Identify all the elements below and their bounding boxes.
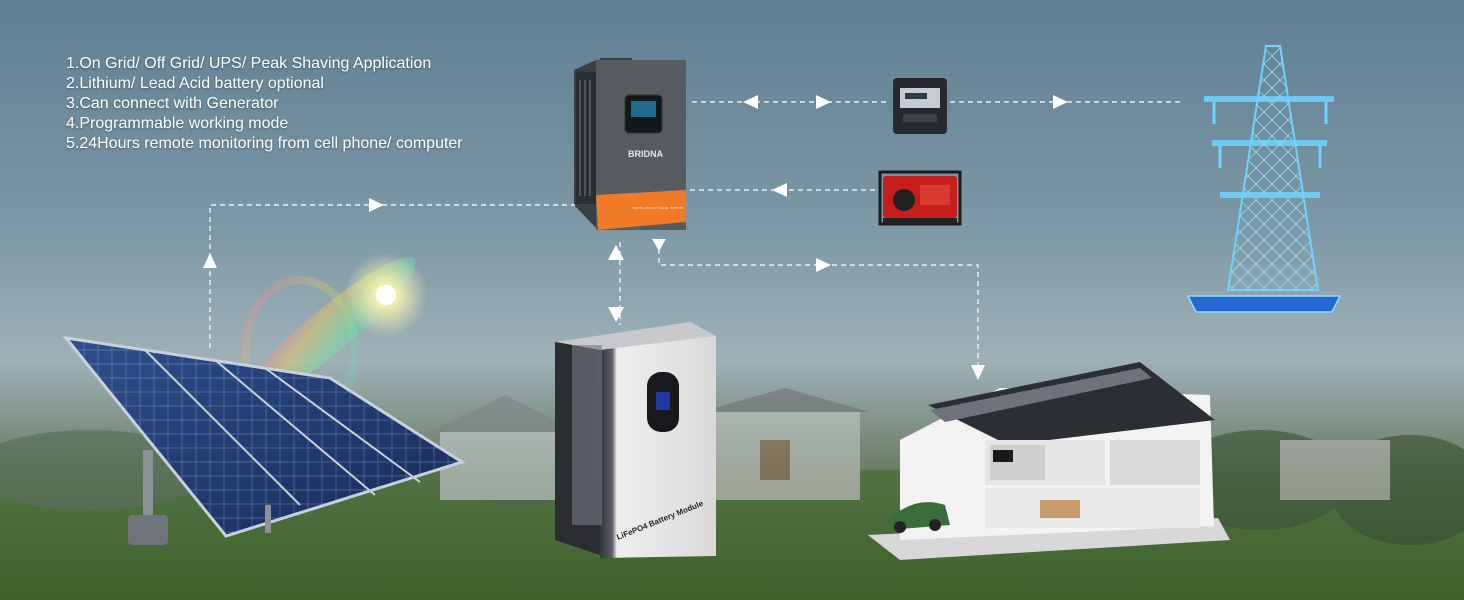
- feature-item: 3.Can connect with Generator: [66, 95, 279, 112]
- arrow-right-icon: [369, 198, 384, 212]
- arrow-left-icon: [772, 183, 787, 197]
- inverter-icon: BRIDNA Hybrid Inverter Solar Inverter: [574, 58, 686, 230]
- arrow-up-icon: [608, 245, 624, 260]
- feature-item: 4.Programmable working mode: [66, 115, 289, 132]
- inverter-brand: BRIDNA: [628, 149, 663, 159]
- house-icon: [868, 362, 1230, 560]
- pylon-icon: [1186, 45, 1342, 313]
- feature-item: 1.On Grid/ Off Grid/ UPS/ Peak Shaving A…: [66, 55, 432, 72]
- battery-icon: LiFePO4 Battery Module: [555, 322, 716, 558]
- arrow-down-icon: [608, 307, 624, 322]
- arrow-up-icon: [203, 253, 217, 268]
- feature-list: 1.On Grid/ Off Grid/ UPS/ Peak Shaving A…: [66, 54, 463, 154]
- feature-item: 2.Lithium/ Lead Acid battery optional: [66, 75, 324, 92]
- arrow-down-icon: [652, 239, 666, 251]
- arrow-down-icon: [971, 365, 985, 380]
- meter-icon: [893, 78, 947, 134]
- generator-icon: [878, 170, 962, 226]
- arrow-right-icon: [816, 95, 831, 109]
- arrow-left-icon: [743, 95, 758, 109]
- flow-arrows: [203, 95, 1068, 380]
- arrow-right-icon: [1053, 95, 1068, 109]
- arrow-right-icon: [816, 258, 831, 272]
- inverter-band-text: Hybrid Inverter Solar Inverter: [632, 205, 684, 210]
- flow-solar-inverter: [209, 204, 575, 348]
- feature-item: 5.24Hours remote monitoring from cell ph…: [66, 135, 463, 152]
- solar-panel-icon: [62, 335, 466, 545]
- sun-icon: [241, 253, 428, 424]
